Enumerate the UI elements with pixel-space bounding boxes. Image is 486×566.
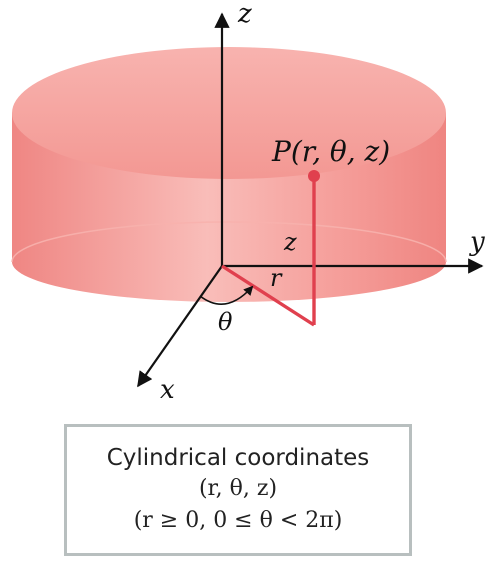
y-axis-label: y [469, 227, 485, 257]
z-axis-label: z [237, 0, 252, 29]
cylinder-top [12, 47, 446, 179]
point-p-marker [308, 170, 320, 182]
radius-segment [221, 264, 315, 327]
height-label: z [283, 228, 297, 256]
x-axis-label: x [160, 375, 175, 400]
caption-coordinates: (r, θ, z) [198, 476, 278, 501]
x-axis [137, 265, 223, 388]
angle-label: θ [218, 308, 233, 336]
radius-label: r [270, 264, 283, 292]
point-label: P(r, θ, z) [271, 135, 390, 168]
caption-box: Cylindrical coordinates (r, θ, z) (r ≥ 0… [64, 424, 412, 556]
cylinder-bottom-back-edge [11, 221, 447, 263]
cylindrical-coordinates-diagram: z y x P(r, θ, z) z r θ [11, 0, 485, 400]
caption-constraints: (r ≥ 0, 0 ≤ θ < 2π) [133, 508, 343, 533]
angle-arc [199, 285, 254, 305]
caption-title: Cylindrical coordinates [106, 445, 370, 471]
